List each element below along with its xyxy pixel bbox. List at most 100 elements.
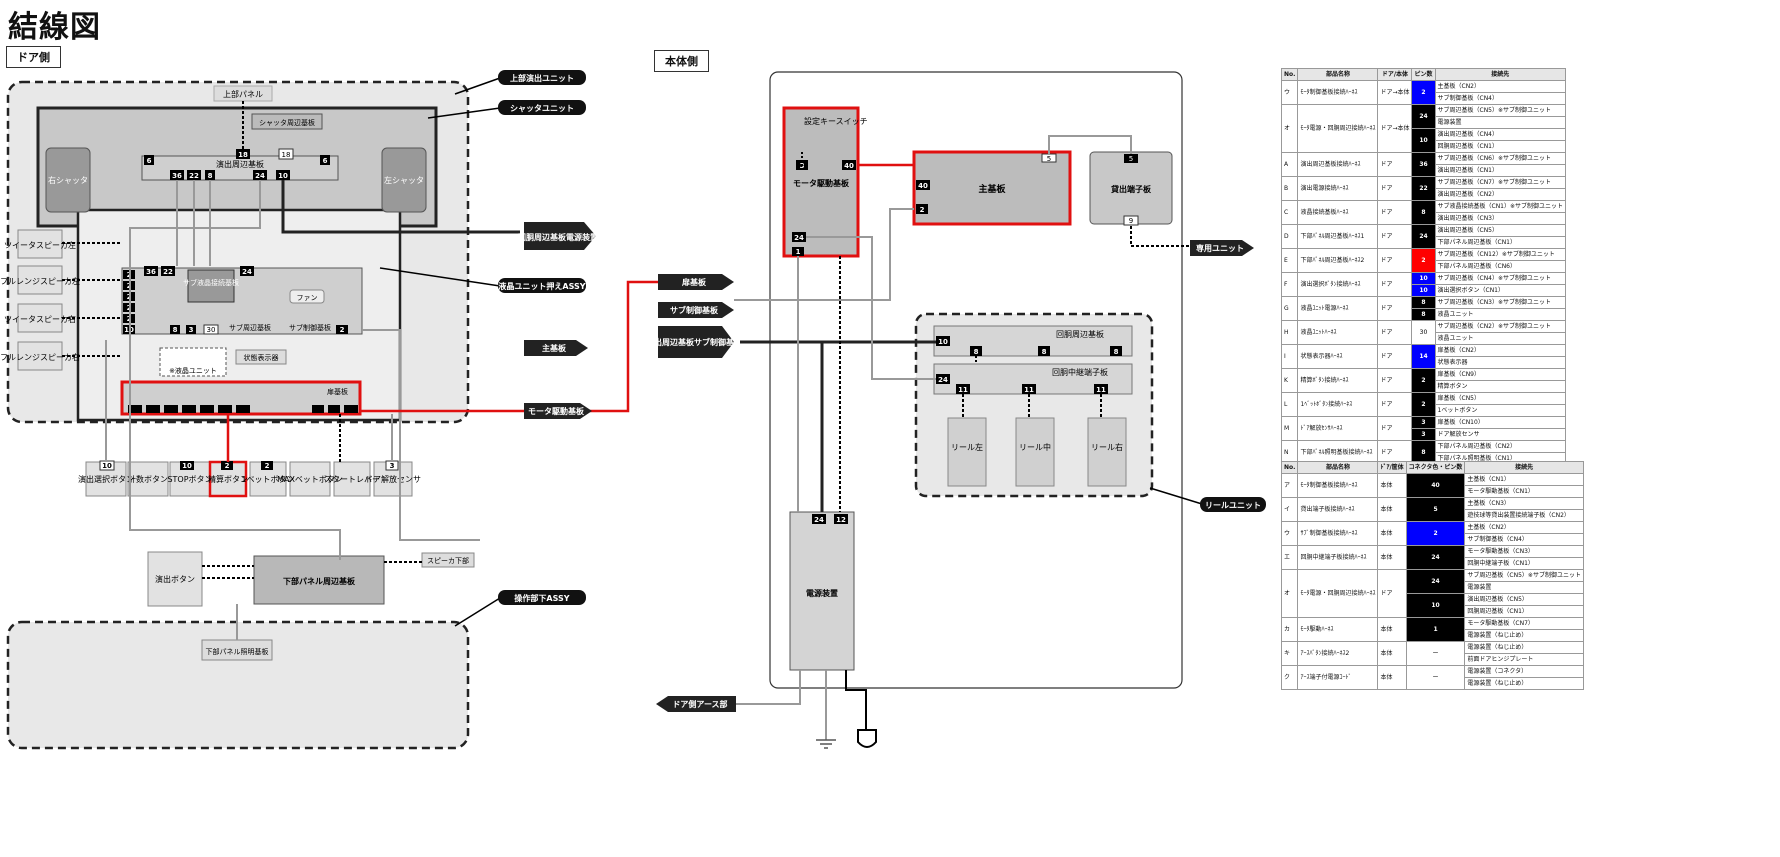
svg-text:30: 30: [207, 326, 216, 334]
table-cell: 24: [1411, 104, 1436, 129]
left-tag-2: サブ制御基板: [670, 305, 719, 315]
table-cell: H: [1280, 320, 1299, 345]
table-cell: 2: [1411, 80, 1436, 105]
table-cell: モータ駆動基板（CN7）: [1464, 617, 1584, 630]
table-cell: 前面ドアヒンジプレート: [1464, 653, 1584, 666]
button-label-7: スタートレバー: [324, 475, 380, 484]
table-cell: 回胴周辺基板（CN1）: [1434, 140, 1567, 153]
table-cell: 14: [1411, 344, 1436, 369]
table-cell: ドア: [1377, 200, 1413, 225]
table-cell: イ: [1280, 497, 1299, 522]
payout-terminal-label: 貸出端子板: [1110, 184, 1152, 194]
speaker-4: フルレンジスピーカ右: [0, 352, 80, 362]
table-cell: 扉基板（CN2）: [1434, 344, 1567, 357]
table-cell: M: [1280, 416, 1299, 441]
table-cell: 電源装置（ねじ止め）: [1464, 629, 1584, 642]
sub-periph-label: サブ周辺基板: [229, 323, 271, 332]
svg-text:10: 10: [278, 172, 288, 180]
reel-middle: リール中: [1019, 442, 1051, 452]
reel-right: リール右: [1091, 442, 1123, 452]
button-label-8: ドア解放センサ: [365, 474, 421, 484]
svg-text:3: 3: [189, 326, 194, 334]
table-cell: 演出周辺基板接続ﾊｰﾈｽ: [1297, 152, 1379, 177]
table-cell: 本体: [1377, 521, 1407, 546]
table-cell: 40: [1405, 473, 1466, 498]
table-cell: 遊技球等貸出装置接続端子板（CN2）: [1464, 509, 1584, 522]
left-tag-1: 扉基板: [681, 277, 707, 287]
table-cell: 主基板（CN1）: [1464, 473, 1584, 486]
table-cell: 演出周辺基板（CN4）: [1434, 128, 1567, 141]
table-cell: ﾓｰﾀ電源・回胴周辺接続ﾊｰﾈｽ: [1297, 569, 1379, 618]
table-cell: 8: [1411, 200, 1436, 225]
table-cell: 液晶ユニット: [1434, 308, 1567, 321]
shutter-periph-label: シャッタ周辺基板: [259, 118, 315, 127]
svg-text:5: 5: [1129, 155, 1133, 163]
table-cell: 10: [1411, 272, 1436, 285]
table-cell: C: [1280, 200, 1299, 225]
table-cell: 精算ボタン: [1434, 380, 1567, 393]
svg-text:36: 36: [172, 172, 182, 180]
reel-left: リール左: [951, 442, 983, 452]
table-header-cell: No.: [1280, 461, 1299, 474]
svg-text:18: 18: [238, 151, 248, 159]
svg-text:8: 8: [208, 172, 213, 180]
svg-text:9: 9: [1129, 217, 1133, 225]
button-pin-3: 10: [182, 462, 192, 470]
table-cell: ドア: [1377, 344, 1413, 369]
table-cell: ドア: [1377, 272, 1413, 297]
kaido-periph-label: 回胴周辺基板: [1056, 329, 1104, 339]
table-cell: ドア: [1377, 152, 1413, 177]
svg-text:8: 8: [1042, 348, 1047, 356]
button-label-2: 計数ボタン: [128, 474, 168, 484]
wiring-table-body: No.部品名称ﾄﾞｱ/筐体コネクタ色・ピン数接続先 アﾓｰﾀ制御基板接続ﾊｰﾈｽ…: [1280, 461, 1584, 690]
button-pin-4: 2: [225, 462, 230, 470]
table-cell: 電源装置: [1464, 581, 1584, 594]
table-cell: 演出周辺基板（CN2）: [1434, 188, 1567, 201]
table-cell: ク: [1280, 665, 1299, 690]
table-cell: モータ駆動基板（CN1）: [1464, 485, 1584, 498]
body-side-diagram: 設定キースイッチ モータ駆動基板 3 40 24 1 主基板 40 2 5 貸出…: [650, 71, 1266, 749]
table-header-cell: コネクタ色・ピン数: [1405, 461, 1466, 474]
table-cell: 下部パネル周辺基板（CN6）: [1434, 260, 1567, 273]
table-cell: K: [1280, 368, 1299, 393]
table-cell: 扉基板（CN9）: [1434, 368, 1567, 381]
table-cell: 2: [1411, 392, 1436, 417]
callout-3: 液晶ユニット押えASSY: [498, 281, 585, 291]
table-cell: ｻﾌﾞ制御基板接続ﾊｰﾈｽ: [1297, 521, 1379, 546]
table-cell: カ: [1280, 617, 1299, 642]
table-header-cell: 接続先: [1434, 68, 1567, 81]
table-header-cell: 部品名称: [1297, 68, 1379, 81]
table-cell: サブ周辺基板（CN4）※サブ制御ユニット: [1434, 272, 1567, 285]
svg-text:6: 6: [323, 157, 328, 165]
sub-ctrl-label: サブ制御基板: [289, 323, 331, 332]
table-header-cell: No.: [1280, 68, 1299, 81]
table-cell: オ: [1280, 569, 1299, 618]
table-cell: 本体: [1377, 497, 1407, 522]
side-tag-2: 主基板: [542, 343, 567, 353]
table-cell: 下部パネル周辺基板（CN1）: [1434, 236, 1567, 249]
enshutsu-button-label: 演出ボタン: [155, 574, 195, 584]
table-cell: ドア: [1377, 248, 1413, 273]
table-cell: 主基板（CN2）: [1464, 521, 1584, 534]
status-board-label: 状態表示器: [244, 353, 279, 362]
page-title: 結線図: [8, 10, 101, 45]
table-cell: 1ベットボタン: [1434, 404, 1567, 417]
table-cell: I: [1280, 344, 1299, 369]
table-cell: 1: [1405, 617, 1466, 642]
table-cell: 1ﾍﾞｯﾄﾎﾞﾀﾝ接続ﾊｰﾈｽ: [1297, 392, 1379, 417]
door-earth-label: ドア側アース部: [672, 699, 727, 709]
svg-text:6: 6: [147, 157, 152, 165]
svg-text:12: 12: [836, 516, 846, 524]
